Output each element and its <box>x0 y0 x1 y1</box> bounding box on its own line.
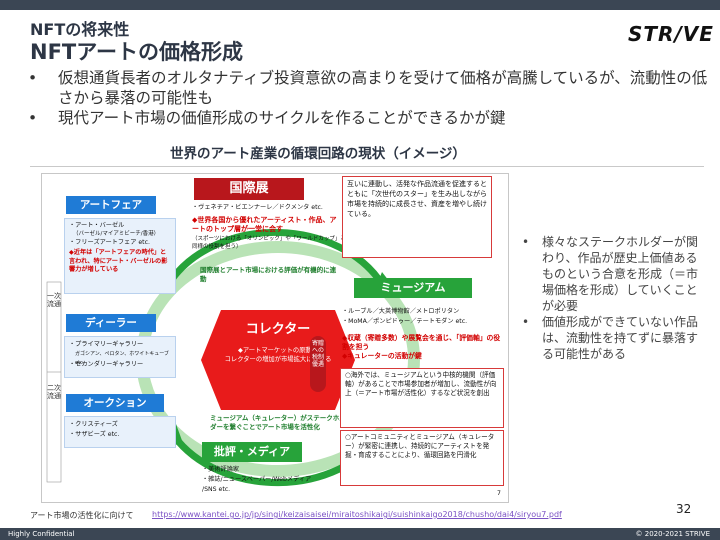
primary-market-label: 一次流通 <box>47 292 61 308</box>
art-fair-panel: ・アート・バーゼル （バーゼル/マイアミビーチ/香港） ・フリーズアートフェア … <box>64 218 176 294</box>
top-bar <box>0 0 720 10</box>
source-label: アート市場の活性化に向けて <box>30 511 134 520</box>
right-notes: 様々なステークホルダーが関わり、作品が歴史上価値あるものという合意を形成（＝市場… <box>520 234 700 362</box>
overseas-note: ○海外では、ミュージアムという中核的機関（評価軸）があることで市場参加者が増加し… <box>340 368 504 428</box>
bottom-bar: Highly Confidential © 2020-2021 STRIVE <box>0 528 720 540</box>
community-note: ○アートコミュニティとミュージアム（キュレーター）が緊密に連携し、持続的にアーテ… <box>340 430 504 486</box>
right-note-item: 価値形成ができていない作品は、流動性を持てずに暴落する可能性がある <box>520 314 700 362</box>
museum-list-2: ・MoMA／ポンピドゥー／テートモダン etc. <box>342 318 468 325</box>
circulation-note: 互いに連動し、活発な作品流通を促進するとともに「次世代のスター」を生み出しながら… <box>342 176 492 258</box>
copyright-label: © 2020-2021 STRIVE <box>635 530 710 538</box>
right-note-item: 様々なステークホルダーが関わり、作品が歴史上価値あるものという合意を形成（＝市場… <box>520 234 700 314</box>
source-link[interactable]: https://www.kantei.go.jp/jp/singi/keizai… <box>152 510 562 519</box>
collector-desc: ◆アートマーケットの原動力 コレクターの増加が市場拡大に繋がる <box>224 347 332 363</box>
critique-list-2: ・雑誌/ニュースペーパー/Webメディア <box>202 476 312 483</box>
donation-tax-box <box>310 336 326 392</box>
international-exhibition-box: 国際展 <box>194 178 304 200</box>
museum-list-1: ・ルーブル／大英博物館／メトロポリタン <box>342 308 460 315</box>
page-number: 32 <box>676 502 692 516</box>
bullet-item: 仮想通貨長者のオルタナティブ投資意欲の高まりを受けて価格が高騰しているが、流動性… <box>28 68 708 108</box>
bullet-item: 現代アート市場の価値形成のサイクルを作ることができるかが鍵 <box>28 108 708 128</box>
main-bullets: 仮想通貨長者のオルタナティブ投資意欲の高まりを受けて価格が高騰しているが、流動性… <box>28 68 708 128</box>
secondary-market-label: 二次流通 <box>47 384 61 400</box>
museum-role: ◆収蔵（寄贈多数）や展覧会を通じ、「評価軸」の役割を担う ◆キュレーターの活動が… <box>342 334 501 360</box>
linkage-text: 国際展とアート市場における評価が有機的に連動 <box>200 266 337 283</box>
dealer-panel: ・プライマリーギャラリー ガゴシアン、ペロタン、ホワイトキューブ etc. ・セ… <box>64 336 176 378</box>
auction-panel: ・クリスティーズ ・サザビーズ etc. <box>64 416 176 448</box>
critique-list-1: ・美術評論家 <box>202 466 240 473</box>
donation-tax-label: 寄贈への税制優遇 <box>312 340 325 368</box>
slide-subtitle: NFTの将来性 <box>30 20 130 39</box>
intl-exhibitions-desc: ◆世界各国から優れたアーティスト・作品、アートのトップ層が一堂に会す <box>192 216 337 233</box>
museum-box: ミュージアム <box>354 278 472 298</box>
art-industry-diagram: 一次流通 二次流通 アートフェア ・アート・バーゼル （バーゼル/マイアミビーチ… <box>41 173 509 503</box>
divider <box>30 166 704 167</box>
art-fair-box: アートフェア <box>66 196 156 214</box>
slide-title: NFTアートの価格形成 <box>30 40 243 64</box>
strive-logo: STR/VE <box>628 22 714 46</box>
diagram-caption: 世界のアート産業の循環回路の現状（イメージ） <box>170 146 466 162</box>
critique-list-3: /SNS etc. <box>202 486 231 493</box>
dealer-box: ディーラー <box>66 314 156 332</box>
intl-exhibitions-note: （スポーツにおける「オリンピック」や「ワールドカップ」と同様の役割を担う） <box>192 236 346 250</box>
intl-exhibitions-list: ・ヴェネチア・ビエンナーレ／ドクメンタ etc. <box>192 204 323 211</box>
confidential-label: Highly Confidential <box>8 530 75 538</box>
curator-note: ミュージアム（キュレーター）がステークホルダーを繋ぐことでアート市場を活性化 <box>210 414 346 431</box>
critique-media-box: 批評・メディア <box>202 442 302 462</box>
diagram-slide-number: 7 <box>497 490 501 497</box>
collector-title: コレクター <box>245 322 311 337</box>
auction-box: オークション <box>66 394 164 412</box>
